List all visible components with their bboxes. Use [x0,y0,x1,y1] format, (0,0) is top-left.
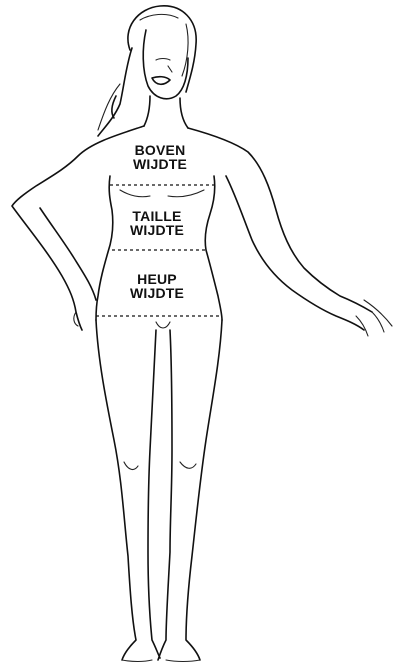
neck [144,96,188,128]
groin-mark [156,322,170,328]
hip-label-line1: HEUP [97,272,217,286]
bust-label-line1: BOVEN [100,143,220,157]
waist-label: TAILLE WIJDTE [97,209,217,237]
bust-label-line2: WIJDTE [100,157,220,171]
bust-label: BOVEN WIJDTE [100,143,220,171]
hip-label-line2: WIJDTE [97,286,217,300]
waist-label-line1: TAILLE [97,209,217,223]
waist-label-line2: WIJDTE [97,223,217,237]
face [143,30,188,99]
legs [96,320,222,662]
hip-label: HEUP WIJDTE [97,272,217,300]
